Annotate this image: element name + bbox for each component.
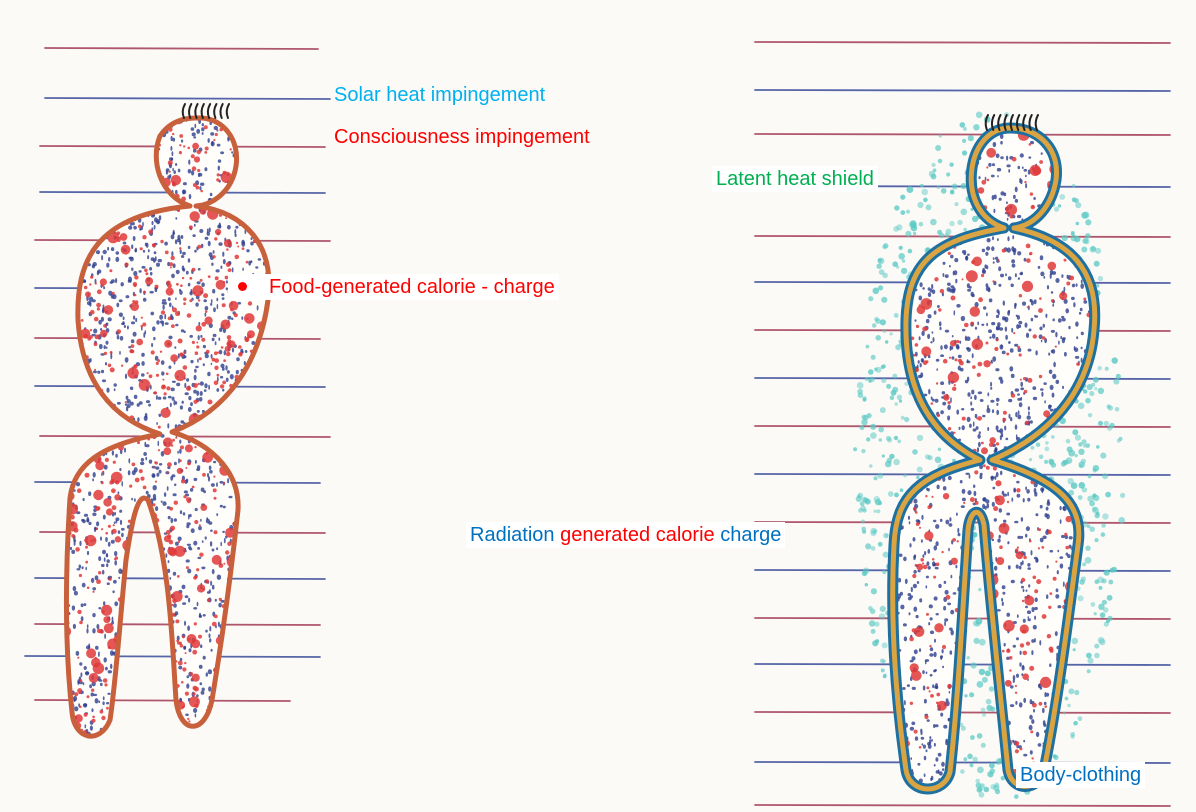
ruled-line [45, 48, 318, 49]
body-clothing-label: Body-clothing [1016, 762, 1145, 788]
ruled-line [755, 134, 1170, 135]
latent-heat-label: Latent heat shield [712, 166, 878, 192]
ruled-line [45, 98, 330, 99]
bullet-icon [238, 282, 247, 291]
ruled-line [755, 42, 1170, 43]
food-calorie-text: Food-generated calorie - charge [269, 276, 555, 298]
figure-plain [56, 107, 284, 741]
consciousness-label: Consciousness impingement [334, 124, 590, 150]
radiation-word: Radiation [470, 524, 555, 546]
food-calorie-label: Food-generated calorie - charge [228, 274, 559, 300]
generated-calorie-words: generated calorie [560, 524, 715, 546]
solar-heat-label: Solar heat impingement [334, 82, 545, 108]
ruled-line [755, 712, 1170, 713]
radiation-calorie-label: Radiation generated calorie charge [466, 522, 785, 548]
ruled-line [755, 90, 1170, 91]
charge-word: charge [720, 524, 781, 546]
ruled-line [755, 805, 1170, 806]
